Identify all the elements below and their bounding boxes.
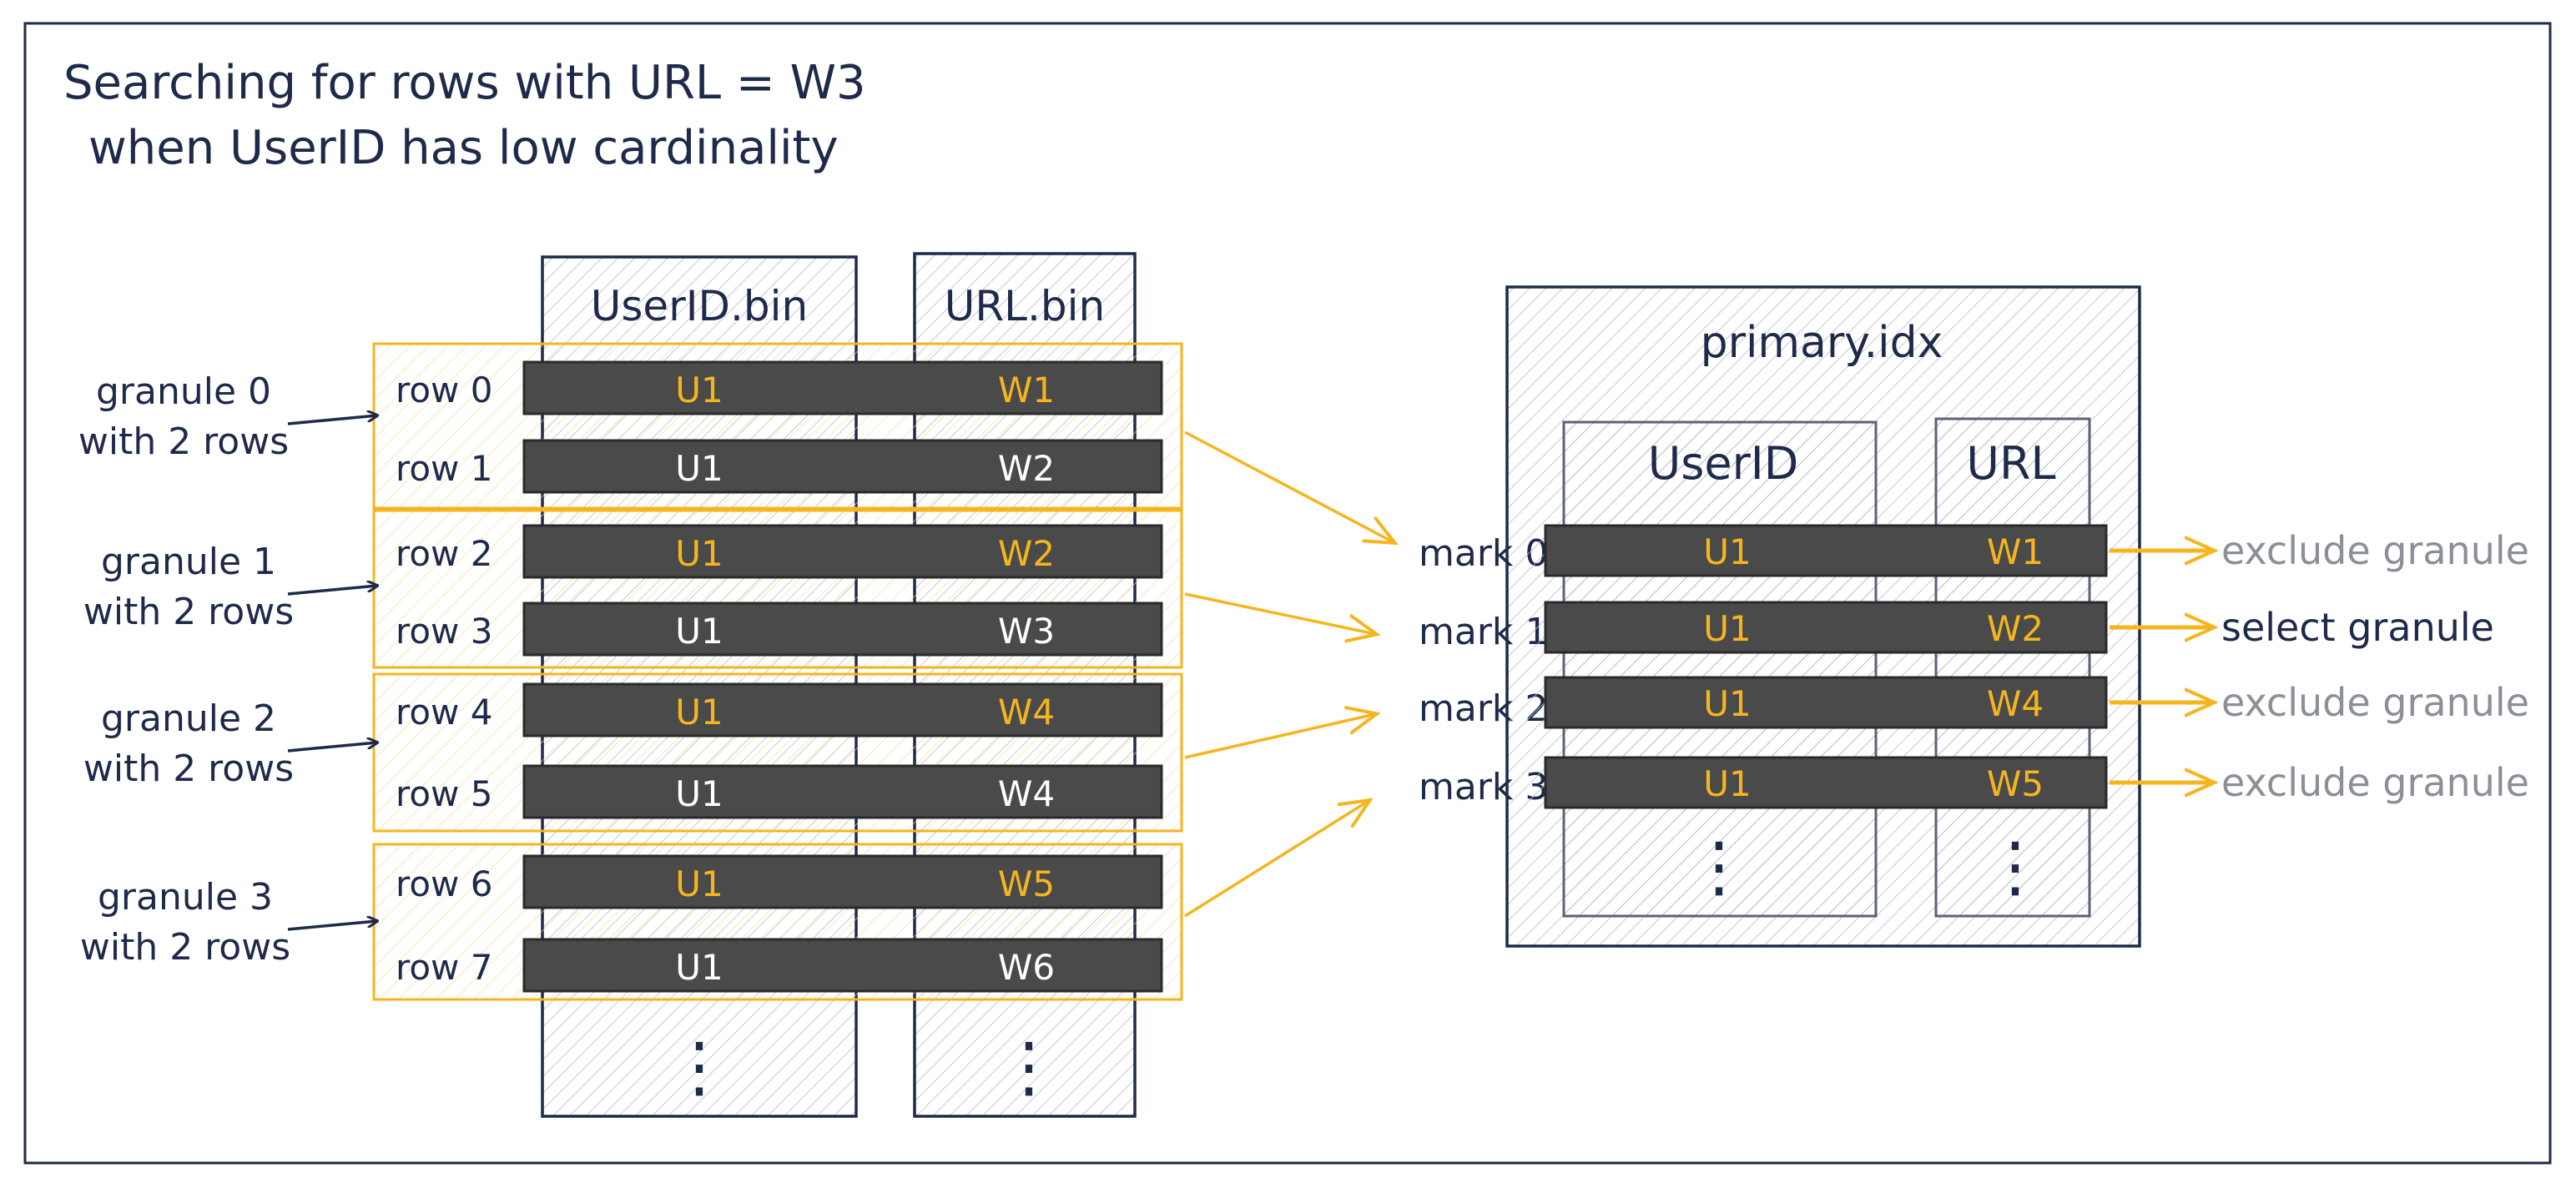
- row-userid-value: U1: [675, 370, 723, 410]
- index-entry-bar: [1544, 756, 2108, 809]
- row-label: row 5: [396, 773, 492, 814]
- index-url-value: W5: [1987, 763, 2044, 804]
- granule-label-line2: with 2 rows: [83, 748, 294, 790]
- row-url-value: W5: [998, 863, 1055, 904]
- index-entry-2: U1 W4 exclude granule: [1544, 676, 2529, 729]
- row-userid-value: U1: [675, 863, 723, 904]
- row-userid-value: U1: [675, 611, 723, 652]
- index-userid-label: UserID: [1648, 437, 1799, 490]
- row-1: row 1 U1 W2: [396, 439, 1163, 494]
- granule-arrow: [287, 586, 377, 596]
- row-bar: [522, 360, 1163, 415]
- index-url-ellipsis: ⋮: [1982, 828, 2049, 905]
- row-url-value: W1: [998, 370, 1055, 410]
- index-entry-bar: [1544, 601, 2108, 654]
- row-userid-value: U1: [675, 947, 723, 988]
- row-url-value: W4: [998, 692, 1055, 732]
- granule-label-line2: with 2 rows: [78, 420, 289, 463]
- row-userid-value: U1: [675, 533, 723, 574]
- granule-label-line1: granule 0: [96, 370, 271, 413]
- index-userid-value: U1: [1703, 683, 1751, 724]
- primary-index-title: primary.idx: [1701, 318, 1943, 368]
- mark-arrow: [1184, 430, 1394, 542]
- index-entry-bar: [1544, 524, 2108, 577]
- row-url-value: W2: [998, 448, 1055, 489]
- mark-arrow: [1184, 714, 1375, 759]
- row-4: row 4 U1 W4: [396, 682, 1163, 737]
- row-bar: [522, 764, 1163, 819]
- outer-frame: [23, 22, 2552, 1165]
- index-url-value: W1: [1987, 531, 2044, 572]
- row-6: row 6 U1 W5: [396, 854, 1163, 909]
- row-label: row 4: [396, 692, 492, 732]
- index-entry-3: U1 W5 exclude granule: [1544, 756, 2529, 809]
- index-url-value: W4: [1987, 683, 2044, 724]
- index-entry-0: U1 W1 exclude granule: [1544, 524, 2529, 577]
- mark-arrow: [1184, 592, 1375, 634]
- row-bar: [522, 439, 1163, 494]
- row-7: row 7 U1 W6: [396, 938, 1163, 993]
- row-url-value: W4: [998, 773, 1055, 814]
- row-url-value: W6: [998, 947, 1055, 988]
- row-label: row 7: [396, 947, 492, 988]
- index-url-value: W2: [1987, 608, 2044, 649]
- row-bar: [522, 938, 1163, 993]
- row-5: row 5 U1 W4: [396, 764, 1163, 819]
- index-url-column: [1934, 417, 2091, 918]
- userid-bin-label: UserID.bin: [591, 282, 808, 330]
- granule-label-line1: granule 3: [98, 876, 273, 919]
- index-userid-ellipsis: ⋮: [1686, 828, 1752, 905]
- granule-arrow: [287, 415, 377, 425]
- exclude-granule-label: exclude granule: [2221, 528, 2529, 573]
- row-label: row 1: [396, 448, 492, 489]
- index-userid-value: U1: [1703, 531, 1751, 572]
- granule-label-line2: with 2 rows: [83, 591, 294, 633]
- row-bar: [522, 682, 1163, 737]
- row-userid-value: U1: [675, 692, 723, 732]
- granule-labels: granule 0 with 2 rows granule 1 with 2 rows…: [78, 370, 377, 969]
- granule-arrow: [287, 743, 377, 753]
- index-url-label: URL: [1966, 437, 2055, 490]
- mark-arrow: [1184, 801, 1369, 918]
- index-userid-value: U1: [1703, 763, 1751, 804]
- granule-arrow: [287, 921, 377, 931]
- row-label: row 2: [396, 533, 492, 574]
- row-bar: [522, 854, 1163, 909]
- row-bar: [522, 524, 1163, 579]
- row-bar: [522, 602, 1163, 657]
- index-entry-1: U1 W2 select granule: [1544, 601, 2494, 654]
- granule-label-line1: granule 1: [101, 541, 276, 583]
- granule-label-line1: granule 2: [101, 697, 276, 740]
- row-userid-value: U1: [675, 448, 723, 489]
- row-url-value: W2: [998, 533, 1055, 574]
- index-entry-bar: [1544, 676, 2108, 729]
- row-2: row 2 U1 W2: [396, 524, 1163, 579]
- index-userid-column: [1562, 420, 1878, 918]
- index-userid-value: U1: [1703, 608, 1751, 649]
- row-3: row 3 U1 W3: [396, 602, 1163, 657]
- select-granule-label: select granule: [2221, 605, 2494, 650]
- diagram-title-line1: Searching for rows with URL = W3: [63, 56, 866, 110]
- url-bin-label: URL.bin: [945, 282, 1105, 330]
- row-label: row 3: [396, 611, 492, 652]
- row-0: row 0 U1 W1: [396, 360, 1163, 415]
- row-url-value: W3: [998, 611, 1055, 652]
- row-label: row 6: [396, 863, 492, 904]
- diagram-title-line2: when UserID has low cardinality: [88, 121, 839, 175]
- row-label: row 0: [396, 370, 492, 410]
- url-bin-ellipsis: ⋮: [996, 1028, 1062, 1105]
- row-userid-value: U1: [675, 773, 723, 814]
- userid-bin-ellipsis: ⋮: [666, 1028, 733, 1105]
- exclude-granule-label: exclude granule: [2221, 680, 2529, 725]
- exclude-granule-label: exclude granule: [2221, 760, 2529, 805]
- granule-label-line2: with 2 rows: [80, 926, 290, 969]
